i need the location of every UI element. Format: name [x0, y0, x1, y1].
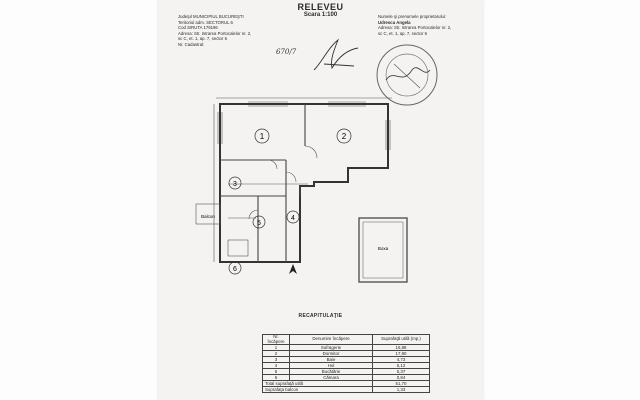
- balcony-row: Suprafaţa balcon 1,33: [262, 386, 430, 394]
- owner-name: Udrescu Angela: [378, 19, 411, 25]
- address-line-2: sc C, et. 1, ap. 7, sector 6: [178, 36, 227, 42]
- balcony-total-value: 1,33: [372, 386, 430, 394]
- header-room-name: Denumire încăpere: [289, 333, 373, 346]
- recap-table: Nr. încăpere Denumire încăpere Suprafaţă…: [262, 333, 430, 394]
- recap-header-row: Nr. încăpere Denumire încăpere Suprafaţă…: [262, 333, 430, 346]
- cadastral-line: Nr. Cadastral:: [178, 41, 205, 47]
- scale-label: Scara 1:100: [303, 12, 338, 18]
- floor-plan: 1 2 3 4 5 6 Balcon Boxa: [195, 97, 408, 283]
- location-info: Judeţul MUNICIPIUL BUCUREŞTI Teritoriul …: [178, 14, 298, 48]
- room-number-2: 2: [342, 132, 347, 141]
- address-line-1: Adresa: Str. Intrarea Portocalelor nr. 2…: [178, 30, 252, 36]
- owner-info: Numele şi prenumele proprietarului: Udre…: [378, 14, 478, 36]
- siruta-line: Cod SIRUTA 179196: [178, 25, 218, 31]
- territory-line: Teritoriul adm. SECTORUL 6: [178, 19, 233, 25]
- document-title: RELEVEU: [297, 2, 344, 12]
- plan-sheet: RELEVEU Scara 1:100 Judeţul MUNICIPIUL B…: [158, 0, 483, 400]
- boxa-label: Boxa: [378, 246, 389, 251]
- room-number-5: 5: [257, 220, 261, 227]
- balcony-total-label: Suprafaţa balcon: [262, 386, 373, 394]
- owner-address-1: Adresa: Str. Intrarea Portocalelor nr. 2…: [378, 25, 452, 31]
- recap-title: RECAPITULAŢIE: [298, 313, 343, 319]
- county-line: Judeţul MUNICIPIUL BUCUREŞTI: [178, 14, 244, 19]
- header-area: Suprafaţă utilă (mp.): [372, 333, 430, 346]
- official-stamp: [376, 44, 438, 106]
- room-number-3: 3: [233, 181, 237, 188]
- balcon-label: Balcon: [201, 214, 215, 219]
- owner-address-2: sc C, et. 1, ap. 7, sector 6: [378, 30, 427, 36]
- handwritten-number: 670/7: [276, 48, 297, 56]
- owner-caption: Numele şi prenumele proprietarului:: [378, 14, 447, 19]
- north-arrow-icon: [289, 264, 297, 274]
- room-number-1: 1: [260, 132, 265, 141]
- signature: [313, 38, 359, 71]
- room-number-6: 6: [233, 266, 237, 273]
- header-room-no: Nr. încăpere: [262, 333, 290, 346]
- room-number-4: 4: [291, 215, 295, 222]
